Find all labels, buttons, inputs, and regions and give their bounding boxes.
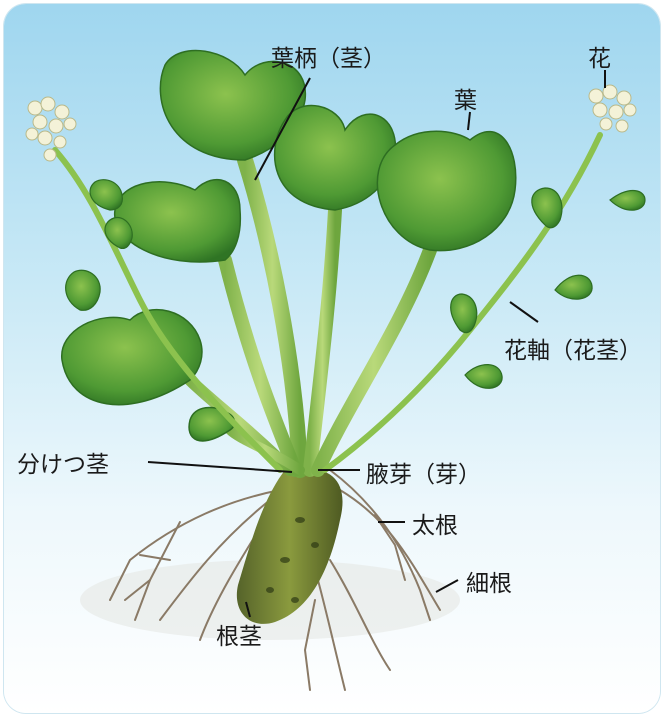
label-fine-root: 細根 bbox=[466, 573, 512, 596]
diagram-frame: 葉柄（茎） 葉 花 花軸（花茎） 分けつ茎 腋芽（芽） 太根 細根 根茎 bbox=[4, 4, 660, 713]
left-flower-cluster bbox=[26, 97, 76, 161]
label-tiller-stem: 分けつ茎 bbox=[17, 454, 109, 477]
label-flower: 花 bbox=[588, 48, 611, 71]
label-peduncle: 花軸（花茎） bbox=[504, 340, 642, 363]
label-leaf: 葉 bbox=[454, 90, 477, 113]
label-taproot: 太根 bbox=[412, 515, 458, 538]
label-axillary-bud: 腋芽（芽） bbox=[366, 464, 481, 487]
label-rhizome: 根茎 bbox=[216, 626, 262, 649]
label-petiole: 葉柄（茎） bbox=[271, 48, 386, 71]
right-flower-cluster bbox=[589, 85, 636, 132]
